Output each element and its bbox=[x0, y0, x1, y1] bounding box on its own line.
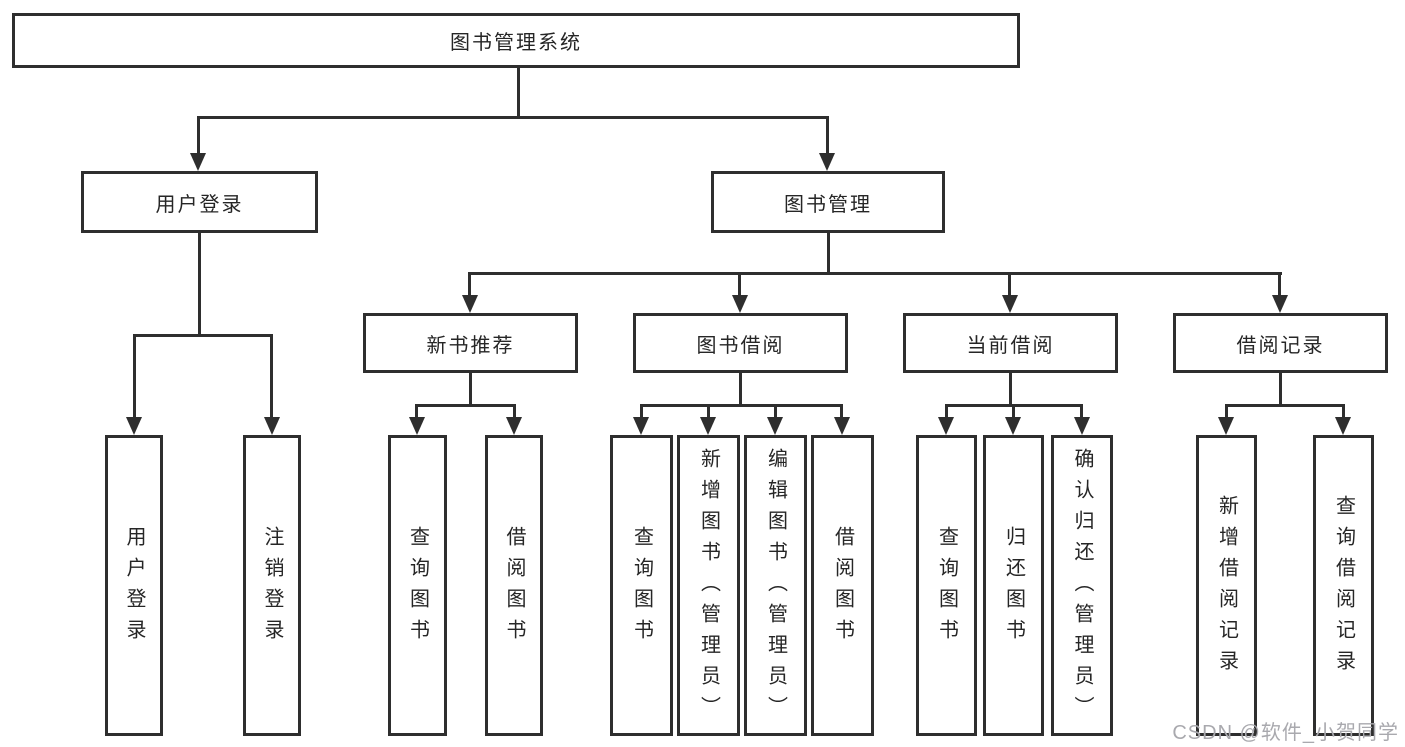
arrow-down-icon bbox=[409, 417, 425, 435]
arrow-down-icon bbox=[462, 295, 478, 313]
connector-line bbox=[513, 404, 516, 417]
leaf-user-login: 用户登录 bbox=[105, 435, 163, 736]
connector-line bbox=[774, 404, 777, 417]
leaf-borrowing-borrow-books: 借阅图书 bbox=[811, 435, 874, 736]
connector-line bbox=[1279, 373, 1282, 406]
connector-line bbox=[415, 404, 516, 407]
connector-line bbox=[1008, 272, 1011, 295]
connector-line bbox=[1225, 404, 1228, 417]
connector-line bbox=[826, 116, 829, 154]
connector-line bbox=[640, 404, 643, 417]
connector-line bbox=[197, 116, 200, 154]
connector-line bbox=[1080, 404, 1083, 417]
connector-line bbox=[1342, 404, 1345, 417]
connector-line bbox=[133, 334, 136, 417]
leaf-records-add-borrow-record: 新增借阅记录 bbox=[1196, 435, 1257, 736]
leaf-records-query-borrow-record: 查询借阅记录 bbox=[1313, 435, 1374, 736]
arrow-down-icon bbox=[1074, 417, 1090, 435]
leaf-logout: 注销登录 bbox=[243, 435, 301, 736]
node-book-management: 图书管理 bbox=[711, 171, 945, 233]
connector-line bbox=[707, 404, 710, 417]
arrow-down-icon bbox=[190, 153, 206, 171]
arrow-down-icon bbox=[506, 417, 522, 435]
connector-line bbox=[739, 373, 742, 406]
arrow-down-icon bbox=[700, 417, 716, 435]
arrow-down-icon bbox=[1272, 295, 1288, 313]
node-user-login: 用户登录 bbox=[81, 171, 318, 233]
arrow-down-icon bbox=[819, 153, 835, 171]
connector-line bbox=[1012, 404, 1015, 417]
connector-line bbox=[469, 373, 472, 406]
connector-line bbox=[198, 233, 201, 336]
connector-line bbox=[468, 272, 471, 295]
arrow-down-icon bbox=[1218, 417, 1234, 435]
leaf-borrowing-query-books: 查询图书 bbox=[610, 435, 673, 736]
connector-line bbox=[197, 116, 829, 119]
arrow-down-icon bbox=[1335, 417, 1351, 435]
node-borrowing-records: 借阅记录 bbox=[1173, 313, 1388, 373]
leaf-current-query-books: 查询图书 bbox=[916, 435, 977, 736]
arrow-down-icon bbox=[633, 417, 649, 435]
connector-line bbox=[1009, 373, 1012, 406]
arrow-down-icon bbox=[732, 295, 748, 313]
node-new-book-recommend: 新书推荐 bbox=[363, 313, 578, 373]
csdn-watermark: CSDN @软件_小贺同学 bbox=[1172, 722, 1399, 744]
connector-line bbox=[840, 404, 843, 417]
arrow-down-icon bbox=[1005, 417, 1021, 435]
connector-line bbox=[738, 272, 741, 295]
arrow-down-icon bbox=[834, 417, 850, 435]
arrow-down-icon bbox=[264, 417, 280, 435]
node-current-borrowing: 当前借阅 bbox=[903, 313, 1118, 373]
connector-line bbox=[1278, 272, 1281, 295]
arrow-down-icon bbox=[767, 417, 783, 435]
leaf-borrowing-add-books-admin: 新增图书（管理员） bbox=[677, 435, 740, 736]
connector-line bbox=[640, 404, 843, 407]
leaf-recommend-query-books: 查询图书 bbox=[388, 435, 447, 736]
leaf-current-confirm-return-admin: 确认归还（管理员） bbox=[1051, 435, 1113, 736]
connector-line bbox=[945, 404, 948, 417]
leaf-current-return-books: 归还图书 bbox=[983, 435, 1044, 736]
leaf-recommend-borrow-books: 借阅图书 bbox=[485, 435, 543, 736]
connector-line bbox=[827, 233, 830, 274]
leaf-borrowing-edit-books-admin: 编辑图书（管理员） bbox=[744, 435, 807, 736]
node-library-management-system: 图书管理系统 bbox=[12, 13, 1020, 68]
connector-line bbox=[133, 334, 273, 337]
connector-line bbox=[415, 404, 418, 417]
arrow-down-icon bbox=[938, 417, 954, 435]
connector-line bbox=[1225, 404, 1344, 407]
node-book-borrowing: 图书借阅 bbox=[633, 313, 848, 373]
arrow-down-icon bbox=[126, 417, 142, 435]
connector-line bbox=[468, 272, 1282, 275]
connector-line bbox=[270, 334, 273, 417]
connector-line bbox=[517, 68, 520, 118]
arrow-down-icon bbox=[1002, 295, 1018, 313]
